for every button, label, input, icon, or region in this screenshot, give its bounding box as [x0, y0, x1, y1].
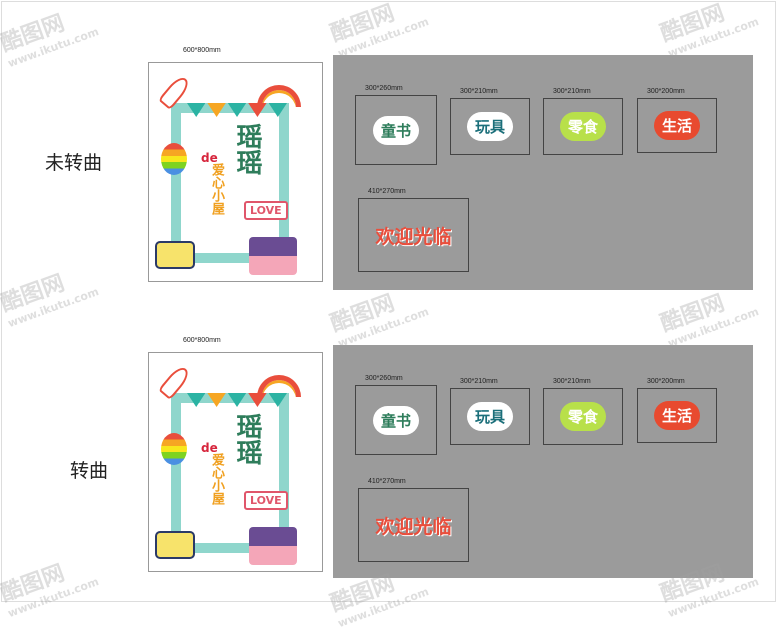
sign-preview: 零食 [543, 388, 623, 445]
sign-size-label: 300*210mm [553, 88, 591, 95]
camera-icon [155, 531, 195, 559]
poster-frame [171, 393, 289, 553]
sign-text: 零食 [559, 112, 606, 141]
sign-text: 玩具 [466, 112, 513, 141]
poster-size-label: 600*800mm [183, 47, 221, 54]
sign-preview: 欢迎光临 [358, 198, 469, 272]
sign-text: 童书 [372, 115, 419, 145]
poster-de: de [201, 441, 218, 455]
poster-love: LOVE [244, 201, 288, 220]
poster-subtitle: 爱心小屋 [209, 163, 224, 215]
poster-de: de [201, 151, 218, 165]
sign-preview: 童书 [355, 385, 437, 455]
books-icon [249, 527, 297, 565]
sign-size-label: 300*260mm [365, 85, 403, 92]
poster-title: 瑶瑶 [232, 123, 262, 175]
sign-text: 童书 [372, 405, 419, 435]
canvas-frame [1, 1, 776, 602]
poster-size-label: 600*800mm [183, 337, 221, 344]
signs-panel [333, 345, 753, 578]
sign-preview: 玩具 [450, 98, 530, 155]
sign-size-label: 300*210mm [460, 378, 498, 385]
signs-panel [333, 55, 753, 290]
hot-air-balloon-icon [161, 433, 187, 465]
poster-preview: 瑶瑶 de 爱心小屋 LOVE [148, 352, 323, 572]
sign-size-label: 300*210mm [460, 88, 498, 95]
sign-preview: 生活 [637, 98, 717, 153]
bunting-icon [187, 103, 288, 117]
poster-preview: 瑶瑶 de 爱心小屋 LOVE [148, 62, 323, 282]
section-label: 转曲 [70, 460, 109, 482]
sign-size-label: 300*200mm [647, 88, 685, 95]
sign-preview: 欢迎光临 [358, 488, 469, 562]
sign-text: 生活 [653, 111, 700, 140]
sign-preview: 生活 [637, 388, 717, 443]
bunting-icon [187, 393, 288, 407]
hot-air-balloon-icon [161, 143, 187, 175]
sign-size-label: 300*210mm [553, 378, 591, 385]
poster-subtitle: 爱心小屋 [209, 453, 224, 505]
poster-frame [171, 103, 289, 263]
sign-size-label: 300*200mm [647, 378, 685, 385]
sign-text: 生活 [653, 401, 700, 430]
books-icon [249, 237, 297, 275]
sign-text: 欢迎光临 [375, 225, 452, 248]
sign-preview: 玩具 [450, 388, 530, 445]
sign-preview: 童书 [355, 95, 437, 165]
poster-title: 瑶瑶 [232, 413, 262, 465]
sign-size-label: 410*270mm [368, 478, 406, 485]
poster-love: LOVE [244, 491, 288, 510]
sign-preview: 零食 [543, 98, 623, 155]
section-label: 未转曲 [45, 152, 103, 174]
sign-text: 零食 [559, 402, 606, 431]
rainbow-icon [257, 85, 301, 107]
sign-text: 玩具 [466, 402, 513, 431]
sign-size-label: 410*270mm [368, 188, 406, 195]
sign-text: 欢迎光临 [375, 515, 452, 538]
sign-size-label: 300*260mm [365, 375, 403, 382]
camera-icon [155, 241, 195, 269]
rainbow-icon [257, 375, 301, 397]
